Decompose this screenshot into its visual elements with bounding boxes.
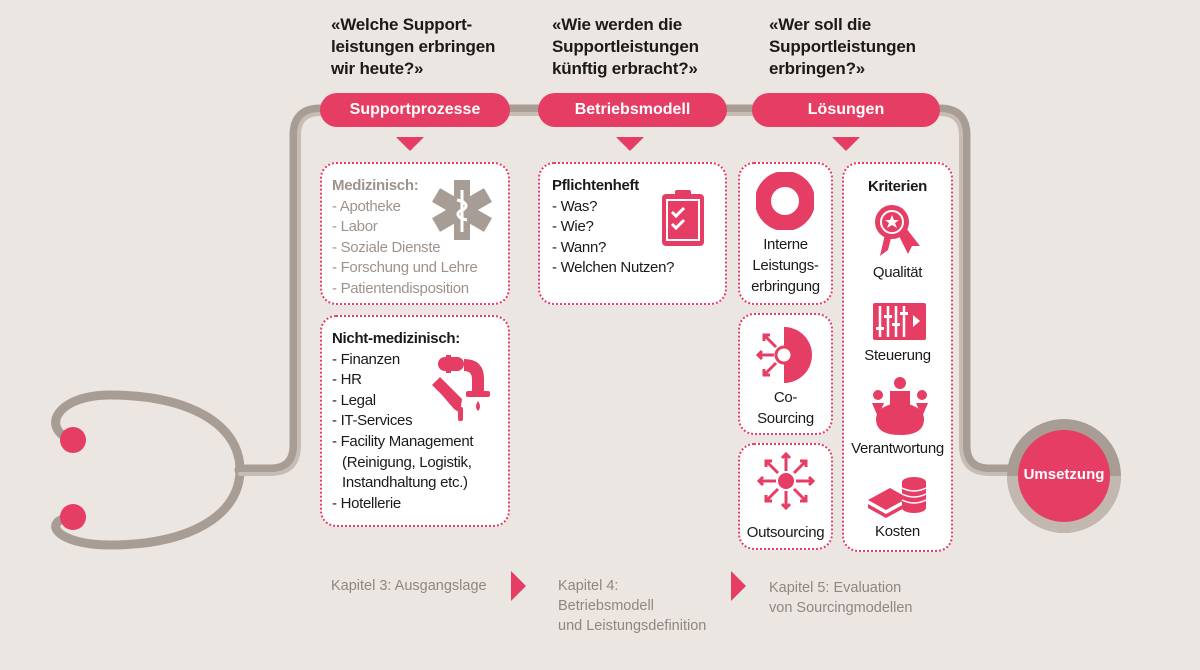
phase-supportprozesse: Supportprozesse [320, 93, 510, 127]
list-item: - Legal [332, 391, 376, 409]
chapter-arrow-icon [511, 571, 526, 601]
award-icon [875, 205, 920, 256]
kriterien-verantwortung: Verantwortung [851, 440, 944, 457]
list-item: - Forschung und Lehre [332, 259, 478, 277]
list-item: - Wann? [552, 238, 607, 256]
list-item: - Was? [552, 197, 598, 215]
outsourcing-box: Outsourcing [738, 443, 833, 550]
nicht-medizinisch-title: Nicht-medizinisch: [332, 330, 460, 347]
list-item: (Reinigung, Logistik, [342, 453, 472, 471]
list-item: - Apotheke [332, 197, 401, 215]
down-arrow-icon [396, 137, 424, 151]
money-stack-icon [868, 477, 927, 518]
list-item: - Facility Management [332, 432, 474, 450]
team-responsibility-icon [872, 377, 928, 435]
medizinisch-box: Medizinisch: - Apotheke - Labor - Sozial… [320, 162, 510, 305]
phase-loesungen: Lösungen [752, 93, 940, 127]
umsetzung-label: Umsetzung [1023, 466, 1105, 483]
list-item: - Labor [332, 218, 378, 236]
list-item: - Wie? [552, 218, 594, 236]
pflichtenheft-box: Pflichtenheft - Was? - Wie? - Wann? - We… [538, 162, 727, 305]
co-sourcing-box: Co- Sourcing [738, 313, 833, 435]
down-arrow-icon [616, 137, 644, 151]
list-item: - Hotellerie [332, 494, 401, 512]
earpiece-bottom [60, 504, 86, 530]
question-support: «Welche Support- leistungen erbringen wi… [331, 15, 496, 78]
co-sourcing-label: Co- Sourcing [757, 389, 814, 427]
kriterien-title: Kriterien [868, 178, 927, 195]
pipe-plug-icon [432, 355, 490, 421]
question-betrieb: «Wie werden die Supportleistungen künfti… [552, 15, 699, 78]
chapter-3: Kapitel 3: Ausgangslage [331, 578, 487, 594]
list-item: - Finanzen [332, 350, 400, 368]
list-item: - Soziale Dienste [332, 238, 441, 256]
kriterien-steuerung: Steuerung [864, 347, 931, 364]
mixer-controls-icon [873, 303, 926, 340]
interne-label: Interne Leistungs- erbringung [751, 236, 820, 295]
medizinisch-title: Medizinisch: [332, 177, 419, 194]
chapter-4: Kapitel 4: Betriebsmodell und Leistungsd… [558, 578, 707, 634]
list-item: - Welchen Nutzen? [552, 259, 675, 277]
phase-betriebsmodell: Betriebsmodell [538, 93, 727, 127]
pflichtenheft-title: Pflichtenheft [552, 177, 639, 194]
earpiece-top [60, 427, 86, 453]
list-item: Instandhaltung etc.) [342, 474, 468, 492]
kriterien-box: Kriterien Qualität Steuerung Verantwortu… [842, 162, 953, 552]
down-arrow-icon [832, 137, 860, 151]
outsourcing-label: Outsourcing [746, 524, 825, 541]
co-sourcing-icon [755, 327, 812, 383]
list-item: - HR [332, 371, 362, 389]
chapter-arrow-icon [731, 571, 746, 601]
star-of-life-icon [432, 180, 492, 240]
kriterien-kosten: Kosten [875, 523, 920, 540]
donut-icon [756, 172, 814, 230]
list-item: - Patientendisposition [332, 279, 469, 297]
question-loesungen: «Wer soll die Supportleistungen erbringe… [769, 15, 916, 78]
clipboard-check-icon [662, 190, 704, 246]
chapter-5: Kapitel 5: Evaluation von Sourcingmodell… [769, 580, 913, 616]
nicht-medizinisch-box: Nicht-medizinisch: - Finanzen - HR - Leg… [320, 315, 510, 527]
list-item: - IT-Services [332, 412, 413, 430]
interne-leistungserbringung-box: Interne Leistungs- erbringung [738, 162, 833, 305]
outsourcing-icon [756, 451, 816, 511]
kriterien-qualitaet: Qualität [872, 264, 923, 281]
